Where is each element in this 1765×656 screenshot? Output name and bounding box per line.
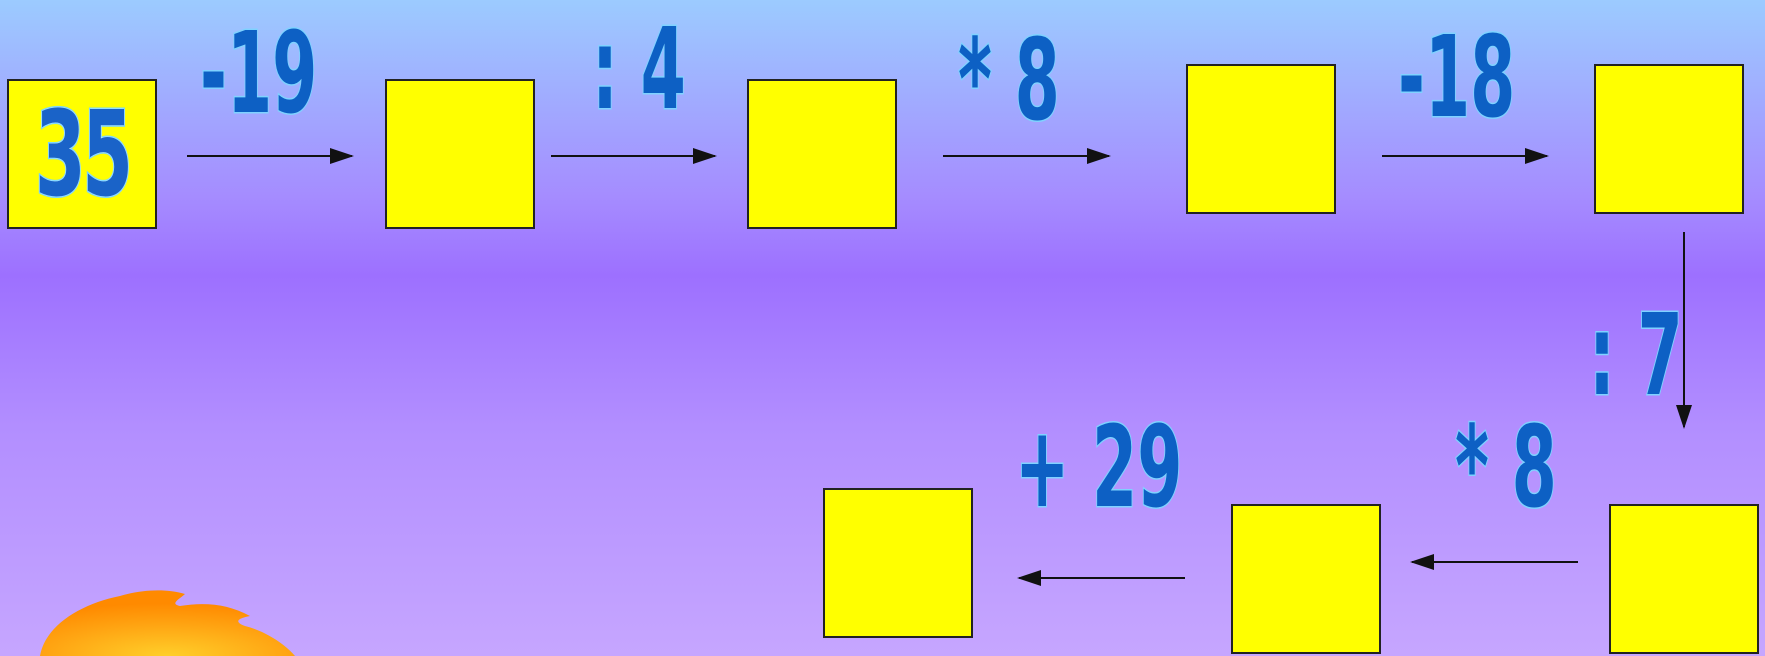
answer-box-3[interactable] bbox=[1186, 64, 1336, 214]
answer-box-1[interactable] bbox=[385, 79, 535, 229]
sun-illustration bbox=[0, 586, 330, 656]
answer-box-6[interactable] bbox=[1231, 504, 1381, 654]
operation-label-2: : 4 bbox=[592, 14, 686, 126]
operation-label-1: -19 bbox=[200, 18, 317, 130]
answer-box-5[interactable] bbox=[1609, 504, 1759, 654]
operation-label-4: -18 bbox=[1398, 22, 1515, 134]
answer-box-4[interactable] bbox=[1594, 64, 1744, 214]
operation-label-3: * 8 bbox=[958, 25, 1060, 137]
operation-label-7: + 29 bbox=[1015, 412, 1182, 524]
start-number: 35 bbox=[35, 95, 129, 213]
operation-label-6: * 8 bbox=[1455, 412, 1557, 524]
answer-box-7[interactable] bbox=[823, 488, 973, 638]
operation-label-5: : 7 bbox=[1589, 300, 1683, 412]
answer-box-2[interactable] bbox=[747, 79, 897, 229]
start-box: 35 bbox=[7, 79, 157, 229]
